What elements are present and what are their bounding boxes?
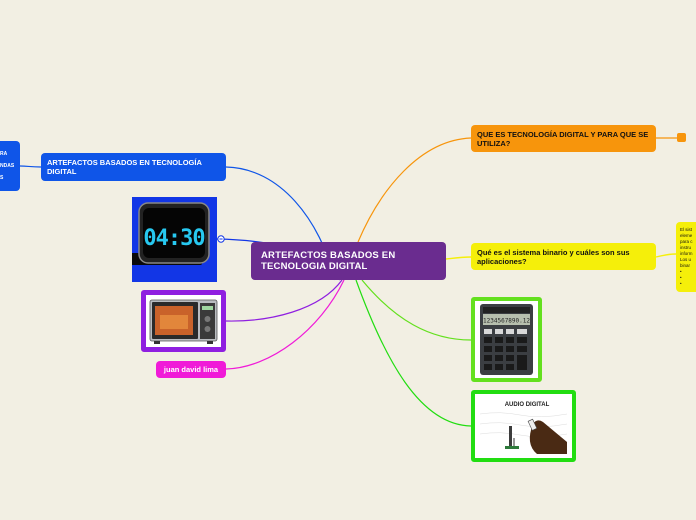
audio-digital-illustration: AUDIO DIGITAL [475, 394, 572, 458]
subtopic-blue-partial[interactable]: RA NDAS S [0, 141, 20, 191]
microwave-image[interactable] [141, 290, 226, 352]
subtopic-line: RA [0, 151, 8, 157]
microwave-illustration [146, 295, 221, 347]
subtopic-line: NDAS [0, 163, 15, 169]
topic-que-es-tecnologia-digital[interactable]: QUE ES TECNOLOGÍA DIGITAL Y PARA QUE SE … [471, 125, 656, 152]
link-micro [225, 279, 343, 322]
topic-label: ARTEFACTOS BASADOS EN TECNOLOGÍA DIGITAL [47, 158, 202, 176]
digital-clock-image[interactable]: 04:30 [132, 197, 217, 282]
subtopic-line: • [680, 281, 682, 286]
topic-sistema-binario[interactable]: Qué es el sistema binario y cuáles son s… [471, 243, 656, 270]
link-yellow [445, 256, 472, 260]
topic-label: QUE ES TECNOLOGÍA DIGITAL Y PARA QUE SE … [477, 129, 649, 148]
link-blue-side [19, 165, 42, 168]
topic-artefactos-tecnologia-digital[interactable]: ARTEFACTOS BASADOS EN TECNOLOGÍA DIGITAL [41, 153, 226, 181]
link-icon [217, 235, 225, 243]
link-audio [355, 279, 472, 427]
audio-title: AUDIO DIGITAL [505, 402, 550, 408]
subtopic-line: El sist [680, 227, 693, 232]
subtopic-line: inform [680, 251, 693, 256]
digital-clock-illustration: 04:30 [132, 197, 217, 282]
central-topic[interactable]: ARTEFACTOS BASADOS EN TECNOLOGIA DIGITAL [251, 242, 446, 280]
central-topic-label: ARTEFACTOS BASADOS EN TECNOLOGIA DIGITAL [261, 250, 396, 272]
subtopic-line: eleme [680, 233, 693, 238]
subtopic-line: Los u [680, 257, 692, 262]
link-pink [225, 279, 345, 370]
calculator-image[interactable]: 1234567890.12 [471, 297, 542, 382]
subtopic-line: para c [680, 239, 693, 244]
audio-digital-image[interactable]: AUDIO DIGITAL [471, 390, 576, 462]
link-orange [357, 137, 472, 243]
link-calc [361, 279, 472, 341]
topic-label: Qué es el sistema binario y cuáles son s… [477, 247, 630, 266]
link-yellow-side [655, 253, 677, 258]
subtopic-line: • [680, 269, 682, 274]
subtopic-line: instru [680, 245, 692, 250]
subtopic-line: binar [680, 263, 691, 268]
calculator-display: 1234567890.12 [483, 318, 530, 325]
topic-author-name[interactable]: juan david lima [156, 361, 226, 378]
collapsed-subtopic-marker[interactable] [677, 133, 686, 142]
calculator-keys [484, 329, 527, 370]
topic-label: juan david lima [163, 365, 219, 374]
clock-time: 04:30 [143, 226, 204, 251]
calculator-illustration: 1234567890.12 [475, 301, 538, 378]
subtopic-yellow-partial[interactable]: El sist eleme para c instru inform Los u… [676, 222, 696, 292]
subtopic-line: S [0, 175, 4, 181]
subtopic-line: • [680, 275, 682, 280]
